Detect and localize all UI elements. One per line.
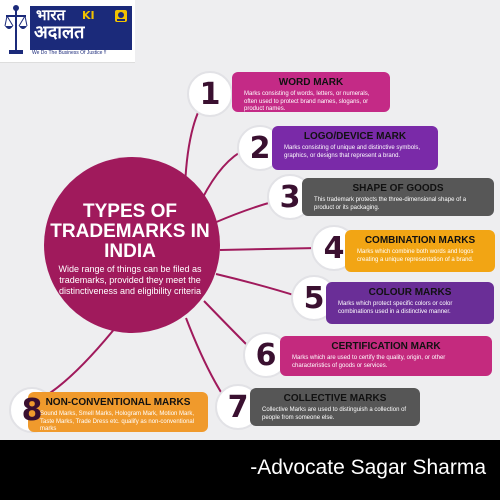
center-title: TYPES OF TRADEMARKS IN INDIA [50, 201, 210, 262]
item-number: 8 [21, 392, 43, 428]
trademark-type-description: Marks which are used to certify the qual… [292, 355, 446, 369]
logo-adalat-text: अदालत [34, 22, 85, 43]
trademark-type-box: COMBINATION MARKS Marks which combine bot… [345, 230, 495, 272]
item-number: 4 [323, 230, 345, 266]
trademark-type-box: LOGO/DEVICE MARK Marks consisting of uniq… [272, 126, 438, 170]
emblem-icon [115, 10, 127, 22]
trademark-type-box: WORD MARK Marks consisting of words, lett… [232, 72, 390, 112]
trademark-type-box: SHAPE OF GOODS This trademark protects th… [302, 178, 494, 216]
trademark-type-description: Collective Marks are used to distinguish… [262, 407, 407, 421]
bharat-ki-adalat-logo: भारत KI अदालत We Do The Business Of Just… [0, 0, 135, 63]
item-number: 3 [279, 179, 301, 215]
trademark-type-title: CERTIFICATION MARK [331, 341, 441, 352]
trademark-type-box: CERTIFICATION MARK Marks which are used t… [280, 336, 492, 376]
trademark-type-title: COLLECTIVE MARKS [283, 393, 387, 404]
trademark-type-box: COLOUR MARKS Marks which protect specific… [326, 282, 494, 324]
item-number: 6 [255, 337, 277, 373]
item-number: 1 [199, 76, 221, 112]
logo-bharat-text: भारत [36, 6, 66, 24]
center-circle [44, 157, 220, 333]
trademark-type-description: Sound Marks, Smell Marks, Hologram Mark,… [40, 411, 195, 432]
connector-lines [49, 94, 319, 401]
trademark-type-box: NON-CONVENTIONAL MARKS Sound Marks, Smell… [28, 392, 208, 432]
item-number: 7 [227, 389, 249, 425]
item-number: 5 [303, 280, 325, 316]
trademark-type-title: COLOUR MARKS [368, 287, 452, 298]
trademark-type-title: SHAPE OF GOODS [352, 183, 444, 194]
trademark-type-description: Marks which combine both words and logos… [357, 249, 474, 263]
item-number: 2 [249, 130, 271, 166]
lady-justice-icon [4, 5, 28, 54]
trademark-type-description: Marks consisting of words, letters, or n… [244, 91, 370, 112]
footer-band: -Advocate Sagar Sharma [0, 440, 500, 500]
trademark-type-description: This trademark protects the three-dimens… [314, 197, 467, 211]
trademark-type-description: Marks consisting of unique and distincti… [284, 145, 421, 159]
logo-ki-text: KI [82, 9, 95, 22]
trademark-type-description: Marks which protect specific colors or c… [338, 301, 453, 315]
trademark-type-title: NON-CONVENTIONAL MARKS [45, 397, 191, 408]
trademark-type-title: LOGO/DEVICE MARK [303, 131, 407, 142]
center-description: Wide range of things can be filed as tra… [58, 264, 202, 296]
author-signature: -Advocate Sagar Sharma [250, 456, 486, 479]
trademark-type-box: COLLECTIVE MARKS Collective Marks are use… [250, 388, 420, 426]
trademark-type-title: WORD MARK [278, 77, 344, 88]
logo-tagline: We Do The Business Of Justice !! [32, 50, 107, 56]
trademark-type-title: COMBINATION MARKS [364, 235, 476, 246]
